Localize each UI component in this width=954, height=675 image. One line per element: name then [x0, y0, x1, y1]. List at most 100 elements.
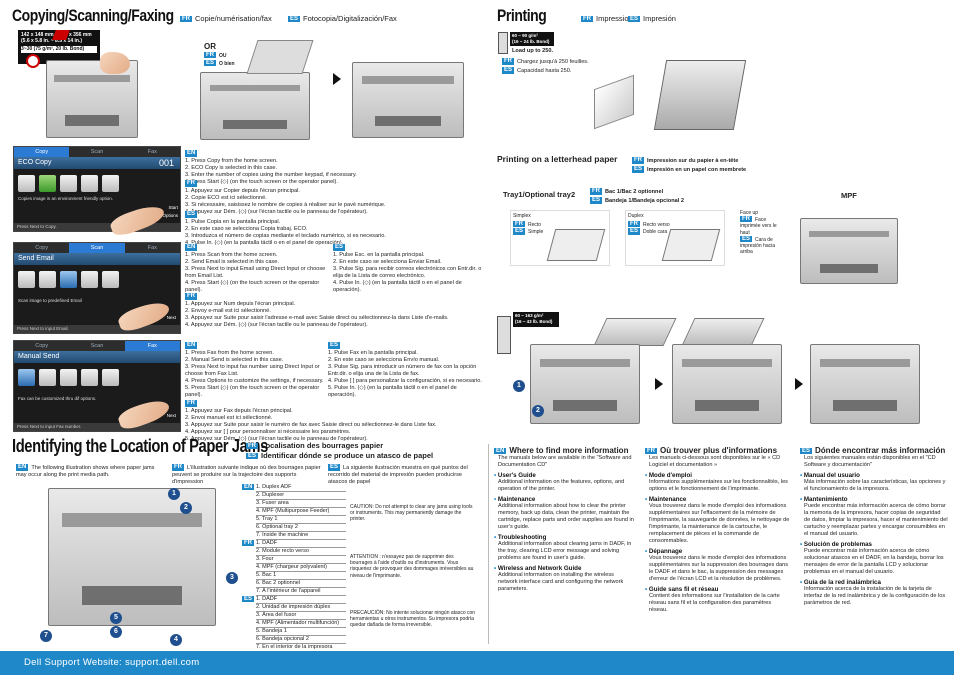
arrow-right-icon — [333, 73, 341, 85]
simplex-tray-illustration — [546, 229, 606, 261]
fax-steps-es: ES 1. Pulse Fax en la pantalla principal… — [328, 342, 482, 398]
delayed-send-icon[interactable] — [81, 369, 98, 386]
caution-en: CAUTION: Do not attempt to clear any jam… — [350, 504, 473, 523]
mpf-weight-box: 60 ~ 163 g/m² (16 ~ 43 lb. Bond) — [513, 312, 559, 327]
lcd-scan-hint: Scan image to predefined Email — [18, 298, 82, 303]
arrow-right-icon — [795, 378, 803, 390]
manual-copy-icon[interactable] — [18, 175, 35, 192]
tab-copy[interactable]: Copy — [35, 245, 49, 251]
printer-mpf-load-3 — [810, 344, 920, 424]
local-pc-icon[interactable] — [18, 271, 35, 288]
printer-illustration-closed — [352, 62, 464, 138]
manual-send-icon[interactable] — [18, 369, 35, 386]
lcd-fax-status: Press Next to input Fax number. — [14, 423, 180, 431]
copy-steps-en: EN 1. Press Copy from the home screen.2.… — [185, 150, 357, 185]
jam-marker-4: 4 — [170, 634, 182, 646]
collate-copy-icon[interactable] — [81, 175, 98, 192]
smb-icon[interactable] — [81, 271, 98, 288]
email-icon[interactable] — [60, 271, 77, 288]
no-staple-icon — [26, 54, 40, 68]
jam-marker-7: 7 — [40, 630, 52, 642]
lcd-next-button[interactable]: Next — [166, 315, 176, 320]
speed-dial-icon[interactable] — [39, 369, 56, 386]
printer-illustration-adf — [46, 60, 138, 138]
paper-stack-icon — [498, 32, 508, 54]
jam-marker-1: 1 — [168, 488, 180, 500]
copy-count: 001 — [158, 158, 174, 168]
mpf-open-illustration — [593, 318, 677, 346]
eco-copy-icon[interactable] — [39, 175, 56, 192]
or-en: OR — [204, 42, 216, 51]
caution-es: PRECAUCIÓN: No intente solucionar ningún… — [350, 610, 476, 629]
mpf-title: MPF — [841, 191, 857, 200]
lcd-fax-title: Manual Send — [14, 351, 180, 363]
tab-copy[interactable]: Copy — [14, 147, 70, 157]
one-touch-icon[interactable] — [60, 369, 77, 386]
lcd-next-button[interactable]: Next — [166, 413, 176, 418]
lcd-copy-tabs: Copy Scan Fax — [14, 147, 180, 157]
fax-steps-en: EN 1. Press Fax from the home screen.2. … — [185, 342, 324, 398]
fax-steps-fr: FR 1. Appuyez sur Fax depuis l'écran pri… — [185, 400, 437, 442]
lcd-copy-hint: Copies image in an environment friendly … — [18, 196, 114, 201]
copy-section-title: Copying/Scanning/Faxing — [12, 6, 174, 25]
ftp-icon[interactable] — [102, 271, 119, 288]
book-copy-icon[interactable] — [60, 175, 77, 192]
tab-fax[interactable]: Fax — [147, 149, 157, 155]
network-pc-icon[interactable] — [39, 271, 56, 288]
tab-copy[interactable]: Copy — [35, 343, 49, 349]
tab-fax[interactable]: Fax — [124, 341, 180, 351]
step-1-badge: 1 — [513, 380, 525, 392]
open-scanner-lid — [246, 40, 314, 74]
lcd-fax-hint: Fax can be customized thru dif options. — [18, 396, 97, 401]
lcd-copy-icons — [14, 169, 180, 194]
scan-steps-fr: FR 1. Appuyez sur Num depuis l'écran pri… — [185, 293, 449, 328]
hand-illustration — [100, 52, 130, 74]
arrow-right-icon — [655, 378, 663, 390]
auto-fit-icon[interactable] — [102, 175, 119, 192]
support-website-link[interactable]: Dell Support Website: support.dell.com — [24, 657, 200, 668]
copy-steps-fr: FR 1. Appuyez sur Copier depuis l'écran … — [185, 180, 386, 215]
tab-scan[interactable]: Scan — [69, 243, 125, 253]
jam-marker-6: 6 — [110, 626, 122, 638]
copy-steps-es: ES 1. Pulse Copia en la pantalla princip… — [185, 211, 386, 246]
column-divider — [488, 444, 489, 644]
scan-steps-es: ES 1. Pulse Esc. en la pantalla principa… — [333, 244, 482, 293]
mpf-printer-illustration — [800, 218, 898, 284]
tray-title: Tray1/Optional tray2 — [503, 190, 576, 199]
tab-scan[interactable]: Scan — [90, 343, 104, 349]
priority-send-icon[interactable] — [102, 369, 119, 386]
tray-illustration — [653, 60, 747, 130]
printing-title: Printing — [497, 6, 547, 25]
lcd-options-button[interactable]: Options — [162, 213, 178, 218]
tab-scan[interactable]: Scan — [90, 149, 104, 155]
printer-mpf-load-1 — [530, 344, 640, 424]
jams-title: Identifying the Location of Paper Jams — [12, 436, 268, 456]
tab-fax[interactable]: Fax — [147, 245, 157, 251]
paper-weight-box: 60 ~ 90 g/m² (16 ~ 24 lb. Bond) — [510, 32, 554, 46]
step-2-badge: 2 — [532, 405, 544, 417]
caution-fr: ATTENTION : n'essayez pas de supprimer d… — [350, 554, 474, 579]
lcd-start-button[interactable]: Start — [168, 205, 178, 210]
